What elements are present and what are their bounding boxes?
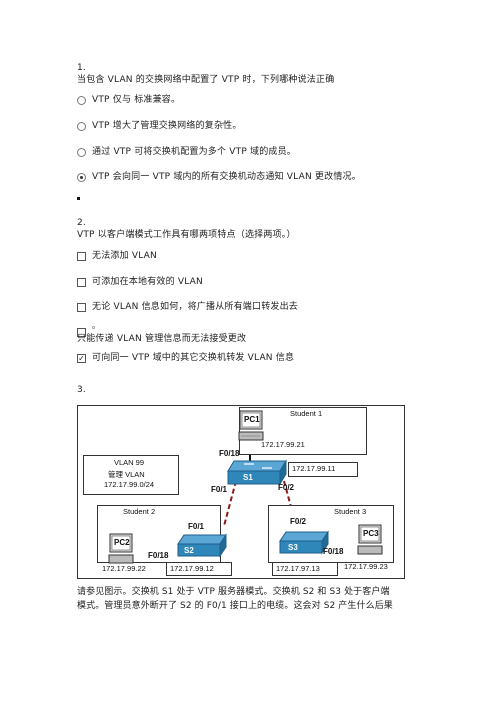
- pc3-computer-icon: [357, 524, 383, 555]
- link-s1-s3: [283, 480, 295, 519]
- q2-option-1-checkbox[interactable]: [77, 252, 86, 261]
- student3-label: Student 3: [334, 507, 367, 516]
- q2-option-4-prefix: 。: [92, 321, 101, 330]
- q2-option-2-checkbox[interactable]: [77, 278, 86, 287]
- vlan-line1: VLAN 99: [114, 458, 145, 467]
- vlan-line2: 管理 VLAN: [108, 470, 145, 479]
- s3-port-f018: F0/18: [323, 547, 344, 556]
- q1-option-4-label: VTP 会向同一 VTP 域内的所有交换机动态通知 VLAN 更改情况。: [92, 172, 361, 182]
- q2-option-5-checkbox[interactable]: ✓: [77, 354, 86, 363]
- vlan-info-box: [83, 455, 179, 495]
- s2-ip: 172.17.99.12: [170, 564, 214, 573]
- s3-ip-box: [272, 562, 338, 576]
- s1-switch-icon: [227, 459, 287, 486]
- pc1-computer-icon: [238, 410, 264, 441]
- s3-ip: 172.17.97.13: [276, 564, 320, 573]
- pc2-label: PC2: [114, 538, 130, 547]
- pc1-ip: 172.17.99.21: [261, 440, 305, 449]
- q1-number: 1.: [77, 63, 86, 73]
- s2-label: S2: [184, 546, 194, 555]
- s1-port-f018: F0/18: [219, 449, 240, 458]
- q2-option-3-checkbox[interactable]: [77, 303, 86, 312]
- q1-option-4-radio[interactable]: [77, 173, 86, 182]
- q1-option-1-radio[interactable]: [77, 96, 86, 105]
- pc2-computer-icon: [108, 533, 134, 564]
- q2-option-5-label: 可向同一 VTP 域中的其它交换机转发 VLAN 信息: [92, 353, 295, 363]
- s2-ip-box: [166, 562, 232, 576]
- s2-port-f018: F0/18: [148, 551, 169, 560]
- q3-paragraph-line2: 模式。管理员意外断开了 S2 的 F0/1 接口上的电缆。这会对 S2 产生什么…: [77, 601, 393, 611]
- q2-option-2-label: 可添加在本地有效的 VLAN: [92, 277, 203, 287]
- q1-question: 当包含 VLAN 的交换网络中配置了 VTP 时，下列哪种说法正确: [77, 75, 335, 85]
- q2-option-1-label: 无法添加 VLAN: [92, 251, 157, 261]
- pc3-label: PC3: [363, 529, 379, 538]
- s1-ip: 172.17.99.11: [292, 464, 336, 473]
- q3-paragraph-line1: 请参见图示。交换机 S1 处于 VTP 服务器模式。交换机 S2 和 S3 处于…: [77, 587, 390, 597]
- vlan-line3: 172.17.99.0/24: [104, 480, 155, 489]
- q1-option-3-label: 通过 VTP 可将交换机配置为多个 VTP 域的成员。: [92, 147, 297, 157]
- q3-number: 3.: [77, 385, 86, 395]
- s3-label: S3: [288, 543, 298, 552]
- s1-ip-box: [288, 462, 358, 477]
- q2-number: 2.: [77, 218, 86, 228]
- student2-label: Student 2: [123, 507, 156, 516]
- q2-option-4-checkbox[interactable]: [77, 328, 86, 337]
- pc3-ip: 172.17.99.23: [344, 562, 388, 571]
- q1-option-3-radio[interactable]: [77, 148, 86, 157]
- q2-option-4-label: 只能传递 VLAN 管理信息而无法接受更改: [77, 334, 247, 344]
- s2-port-f01: F0/1: [188, 522, 205, 531]
- student1-label: Student 1: [290, 409, 323, 418]
- q1-option-2-radio[interactable]: [77, 122, 86, 131]
- q2-question: VTP 以客户端模式工作具有哪两项特点（选择两项。）: [77, 230, 296, 240]
- s3-port-f02: F0/2: [290, 517, 307, 526]
- s2-switch-icon: [177, 533, 227, 558]
- q1-option-2-label: VTP 增大了管理交换网络的复杂性。: [92, 121, 242, 131]
- q2-option-3-label: 无论 VLAN 信息如何，将广播从所有端口转发出去: [92, 302, 298, 312]
- s1-label: S1: [243, 473, 253, 482]
- bullet-dot: [77, 197, 80, 200]
- pc1-label: PC1: [244, 415, 260, 424]
- s1-port-f01: F0/1: [211, 485, 228, 494]
- network-diagram: Student 1 PC1 172.17.99.21 S1 F0/18 F0/1…: [77, 405, 405, 579]
- q1-option-1-label: VTP 仅与 标准兼容。: [92, 95, 181, 105]
- s1-port-f02: F0/2: [278, 483, 295, 492]
- pc2-ip: 172.17.99.22: [102, 564, 146, 573]
- s3-switch-icon: [279, 530, 329, 555]
